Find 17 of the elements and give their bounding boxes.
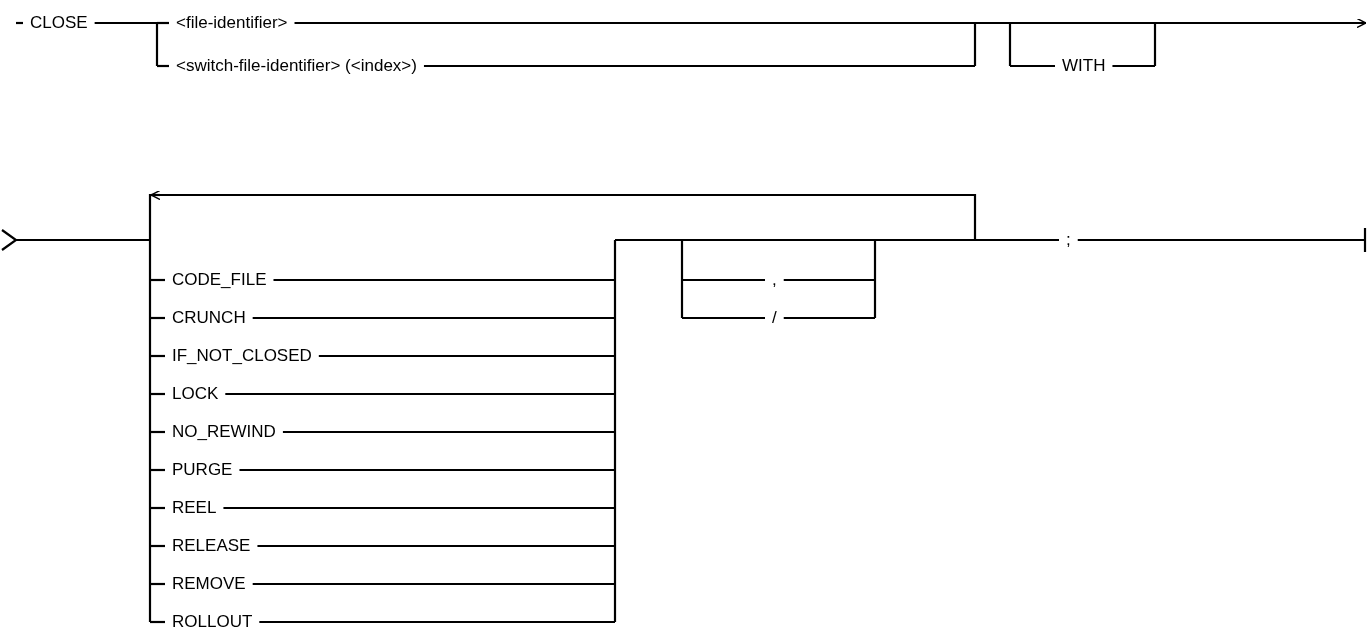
syntax-term: ; <box>1066 230 1071 250</box>
syntax-term: / <box>772 308 777 328</box>
syntax-term: CRUNCH <box>172 308 246 328</box>
syntax-term: , <box>772 270 777 290</box>
syntax-term: REEL <box>172 498 217 518</box>
syntax-term: IF_NOT_CLOSED <box>172 346 312 366</box>
syntax-term: <file-identifier> <box>176 13 288 33</box>
syntax-term: ROLLOUT <box>172 612 253 632</box>
syntax-term: PURGE <box>172 460 233 480</box>
syntax-term: NO_REWIND <box>172 422 276 442</box>
syntax-term: WITH <box>1062 56 1106 76</box>
syntax-term: CODE_FILE <box>172 270 267 290</box>
syntax-term: <switch-file-identifier> (<index>) <box>176 56 417 76</box>
syntax-term: LOCK <box>172 384 219 404</box>
syntax-term: RELEASE <box>172 536 251 556</box>
syntax-term: REMOVE <box>172 574 246 594</box>
syntax-term: CLOSE <box>30 13 88 33</box>
